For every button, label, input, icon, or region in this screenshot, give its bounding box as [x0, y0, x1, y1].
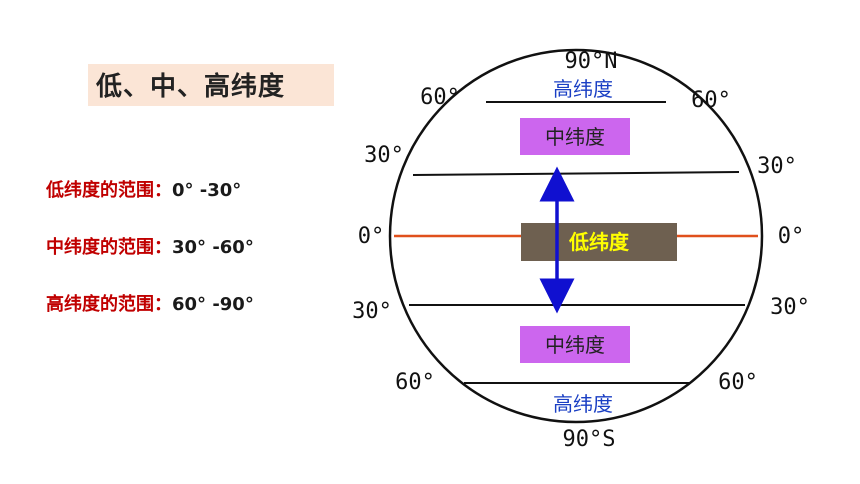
lat-label-60n-right: 60°	[691, 88, 731, 113]
lat-label-30s-right: 30°	[770, 295, 810, 320]
range-label: 中纬度的范围：	[46, 237, 172, 258]
page-title: 低、中、高纬度	[96, 72, 286, 102]
lat-label-30n-right: 30°	[757, 154, 797, 179]
lat-label-60s-left: 60°	[395, 370, 435, 395]
range-label: 低纬度的范围：	[46, 180, 172, 201]
lat-label-60n-left: 60°	[420, 85, 460, 110]
high-zone-label-north: 高纬度	[553, 77, 613, 101]
range-label: 高纬度的范围：	[46, 294, 172, 315]
low-zone-label: 低纬度	[568, 230, 630, 254]
range-value: 30° -60°	[172, 237, 254, 258]
lat-label-0-right: 0°	[778, 224, 805, 249]
title-background	[88, 64, 334, 106]
south-pole-label: 90°S	[563, 427, 616, 452]
mid-zone-label-south: 中纬度	[545, 333, 605, 357]
mid-zone-box-south	[520, 326, 630, 363]
mid-zone-label-north: 中纬度	[545, 125, 605, 149]
lat-label-30n-left: 30°	[364, 143, 404, 168]
mid-zone-box-north	[520, 118, 630, 155]
range-value: 0° -30°	[172, 180, 242, 201]
latitude-line-30n	[412, 171, 740, 176]
low-latitude-range: 低纬度的范围：0° -30°	[46, 176, 241, 202]
lat-label-0-left: 0°	[358, 224, 385, 249]
mid-latitude-range: 中纬度的范围：30° -60°	[46, 233, 254, 259]
lat-label-30s-left: 30°	[352, 299, 392, 324]
lat-label-60s-right: 60°	[718, 370, 758, 395]
high-latitude-range: 高纬度的范围：60° -90°	[46, 290, 254, 316]
north-pole-label: 90°N	[565, 49, 618, 74]
high-zone-label-south: 高纬度	[553, 392, 613, 416]
range-value: 60° -90°	[172, 294, 254, 315]
globe-outline	[388, 48, 764, 424]
